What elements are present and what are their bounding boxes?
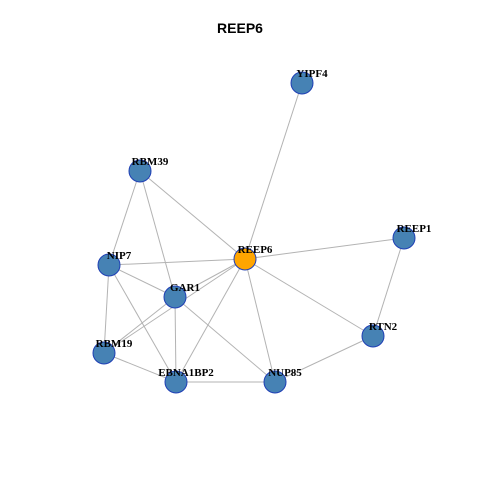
- node-label-reep6: REEP6: [238, 244, 273, 256]
- node-nup85[interactable]: [263, 370, 287, 394]
- edge-rbm19-ebna1bp2: [103, 352, 177, 383]
- edge-gar1-nup85: [174, 296, 276, 383]
- graph-title: REEP6: [217, 20, 263, 36]
- node-label-rbm19: RBM19: [96, 338, 133, 350]
- node-layer: [92, 71, 416, 394]
- label-layer: YIPF4RBM39REEP1REEP6NIP7GAR1RTN2RBM19EBN…: [96, 68, 432, 379]
- node-yipf4[interactable]: [290, 71, 314, 95]
- edge-ebna1bp2-reep6: [175, 258, 246, 383]
- edge-yipf4-reep6: [244, 82, 303, 260]
- edge-reep1-reep6: [244, 237, 405, 260]
- edge-nip7-gar1: [108, 264, 176, 298]
- edge-rbm39-nip7: [108, 170, 141, 266]
- edge-gar1-reep6: [174, 258, 246, 298]
- node-label-gar1: GAR1: [170, 282, 200, 294]
- node-label-nup85: NUP85: [268, 367, 302, 379]
- edge-rbm39-gar1: [139, 170, 176, 298]
- edge-rbm39-reep6: [139, 170, 246, 260]
- node-label-ebna1bp2: EBNA1BP2: [158, 367, 214, 379]
- node-nip7[interactable]: [97, 253, 121, 277]
- node-gar1[interactable]: [163, 285, 187, 309]
- node-reep1[interactable]: [392, 226, 416, 250]
- node-label-rtn2: RTN2: [369, 321, 398, 333]
- edge-reep1-rtn2: [372, 237, 405, 337]
- edge-nip7-reep6: [108, 258, 246, 266]
- node-rbm39[interactable]: [128, 159, 152, 183]
- node-rbm19[interactable]: [92, 341, 116, 365]
- node-label-rbm39: RBM39: [132, 156, 169, 168]
- edge-nup85-rtn2: [274, 335, 374, 383]
- edge-gar1-rbm19: [103, 296, 176, 354]
- edge-layer: [103, 82, 405, 383]
- node-reep6[interactable]: [233, 247, 257, 271]
- edge-nip7-ebna1bp2: [108, 264, 177, 383]
- edge-gar1-ebna1bp2: [174, 296, 177, 383]
- node-label-yipf4: YIPF4: [296, 68, 328, 80]
- node-rtn2[interactable]: [361, 324, 385, 348]
- edge-rtn2-reep6: [244, 258, 374, 337]
- node-label-reep1: REEP1: [397, 223, 432, 235]
- edge-nup85-reep6: [244, 258, 276, 383]
- node-ebna1bp2[interactable]: [164, 370, 188, 394]
- edge-nip7-rbm19: [103, 264, 110, 354]
- node-label-nip7: NIP7: [107, 250, 132, 262]
